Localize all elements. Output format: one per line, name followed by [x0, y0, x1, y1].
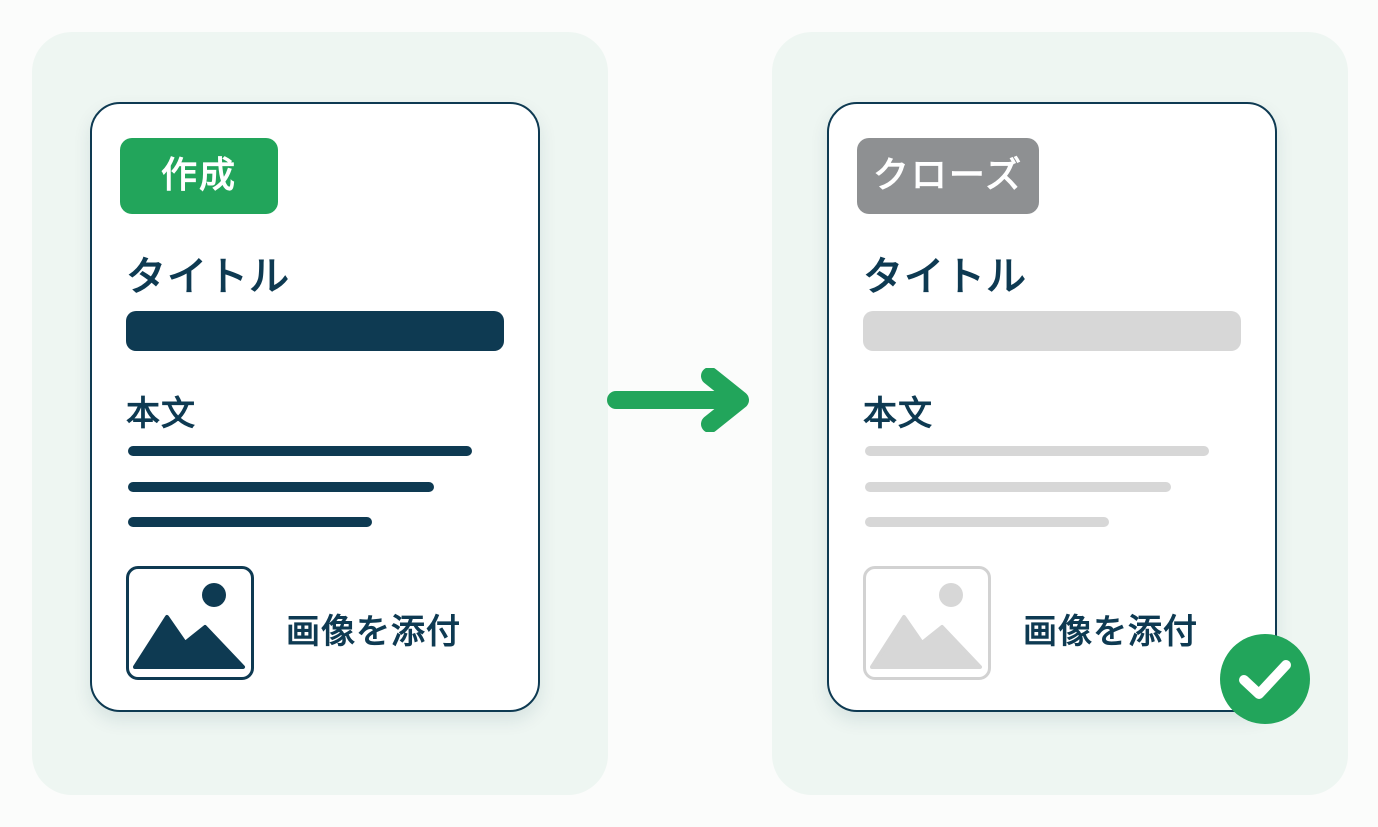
body-text-line — [128, 446, 472, 456]
body-text-line — [128, 517, 372, 527]
body-label: 本文 — [126, 394, 196, 434]
image-icon[interactable] — [126, 566, 254, 680]
closed-form-card: クローズ タイトル 本文 画像を添付 — [827, 102, 1277, 712]
body-text-line — [865, 446, 1209, 456]
body-text-line — [865, 517, 1109, 527]
checkmark-icon — [1220, 634, 1310, 724]
title-label: タイトル — [863, 254, 1027, 300]
title-field[interactable] — [126, 311, 504, 351]
body-text-line — [865, 482, 1171, 492]
status-badge-create: 作成 — [120, 138, 278, 214]
body-label: 本文 — [863, 394, 933, 434]
attach-image-label[interactable]: 画像を添付 — [286, 612, 461, 652]
title-label: タイトル — [126, 254, 290, 300]
right-arrow-icon — [607, 368, 749, 432]
image-icon — [863, 566, 991, 680]
status-badge-closed: クローズ — [857, 138, 1039, 214]
attach-image-label: 画像を添付 — [1023, 612, 1198, 652]
create-form-card: 作成 タイトル 本文 画像を添付 — [90, 102, 540, 712]
title-field-disabled — [863, 311, 1241, 351]
body-text-line — [128, 482, 434, 492]
